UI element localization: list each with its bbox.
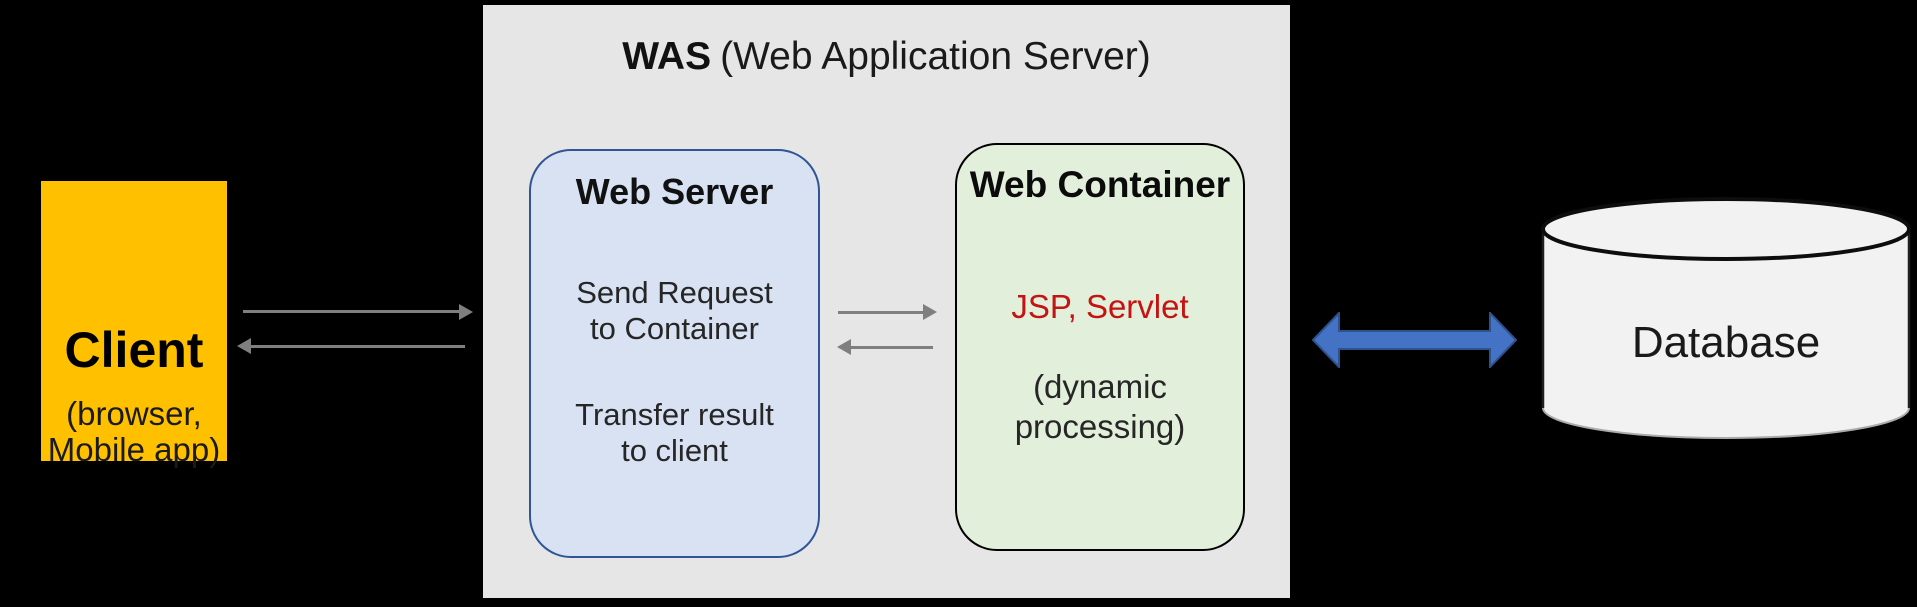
web-container-jsp-servlet-label: JSP, Servlet [1011, 288, 1189, 325]
was-panel-title: WAS(Web Application Server) [483, 33, 1290, 81]
client-box [41, 181, 227, 461]
client-request-arrow-shaft [243, 310, 460, 313]
was-title-expansion: (Web Application Server) [720, 35, 1151, 78]
client-title: Client [64, 322, 204, 378]
web-server-title: Web Server [575, 171, 774, 212]
was-database-double-arrow-icon [1312, 312, 1517, 368]
client-subtitle-line2: Mobile app) [47, 431, 221, 468]
web-container-box [955, 143, 1245, 551]
web-container-dynamic-processing-label: (dynamic processing) [1014, 368, 1186, 445]
container-to-server-arrow-shaft [851, 346, 933, 349]
web-server-text-send-request: Send Request to Container [576, 275, 773, 346]
server-to-container-arrow-right-icon [923, 304, 937, 320]
client-request-arrow-right-icon [459, 304, 473, 320]
database-title: Database [1631, 318, 1821, 367]
server-to-container-arrow-shaft [838, 311, 924, 314]
web-container-title: Web Container [969, 164, 1231, 205]
container-to-server-arrow-left-icon [837, 339, 851, 355]
database-cylinder-icon [1541, 197, 1911, 439]
client-response-arrow-left-icon [237, 338, 251, 354]
client-subtitle-line1: (browser, [66, 395, 202, 432]
was-title-acronym: WAS [622, 35, 712, 78]
web-server-text-transfer-result: Transfer result to client [575, 397, 774, 468]
client-subtitle: (browser, Mobile app) [33, 396, 235, 468]
client-response-arrow-shaft [251, 345, 465, 348]
web-server-box [529, 149, 820, 558]
